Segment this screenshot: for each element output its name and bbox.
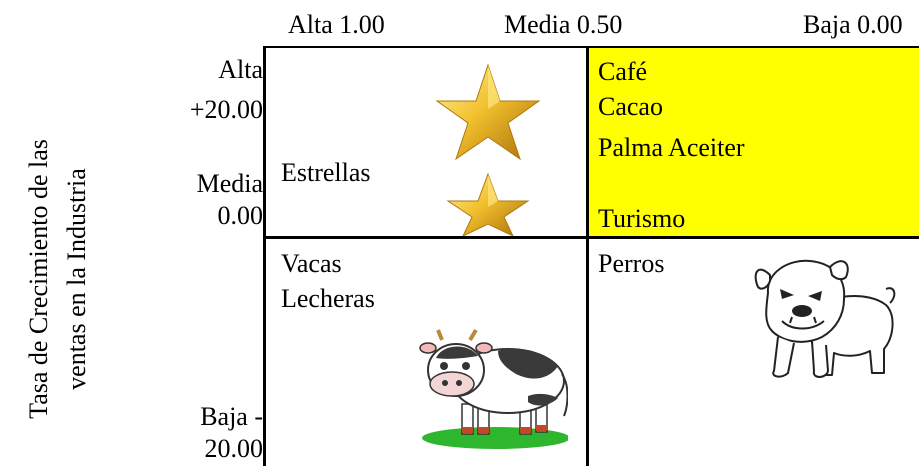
y-axis-title: Tasa de Crecimiento de las ventas en la … — [8, 93, 108, 465]
grid-line-horizontal — [263, 236, 919, 239]
y-axis-title-line2: ventas en la Industria — [62, 168, 91, 390]
x-axis-mid-label: Media 0.50 — [504, 10, 623, 39]
question-marks-quadrant — [588, 47, 919, 237]
y-axis-mid-value: 0.00 — [217, 201, 264, 230]
grid-line-top — [263, 46, 919, 48]
y-axis-title-line1: Tasa de Crecimiento de las — [24, 139, 53, 419]
question-item-cafe: Café — [598, 57, 648, 86]
stars-label: Estrellas — [281, 158, 371, 187]
grid-line-left — [263, 47, 266, 466]
stars-illustration — [435, 63, 541, 236]
y-axis-high-word: Alta — [218, 55, 263, 84]
star-icon — [446, 172, 530, 236]
cows-label-line2: Lecheras — [281, 284, 375, 313]
question-item-palma: Palma Aceiter — [598, 133, 745, 162]
dogs-label: Perros — [598, 249, 665, 278]
question-item-turismo: Turismo — [598, 204, 686, 233]
question-item-cacao: Cacao — [598, 92, 663, 121]
cow-icon — [419, 328, 568, 449]
x-axis-high-label: Alta 1.00 — [288, 10, 385, 39]
y-axis-high-value: +20.00 — [189, 95, 263, 124]
cows-label-line1: Vacas — [281, 249, 342, 278]
y-axis-mid-word: Media — [196, 169, 263, 198]
star-icon — [435, 63, 541, 161]
bulldog-icon — [754, 259, 896, 378]
grid-line-middle — [586, 47, 589, 466]
y-axis-low-value: 20.00 — [204, 434, 264, 463]
y-axis-low-word: Baja - — [200, 402, 263, 431]
x-axis-low-label: Baja 0.00 — [803, 10, 903, 39]
